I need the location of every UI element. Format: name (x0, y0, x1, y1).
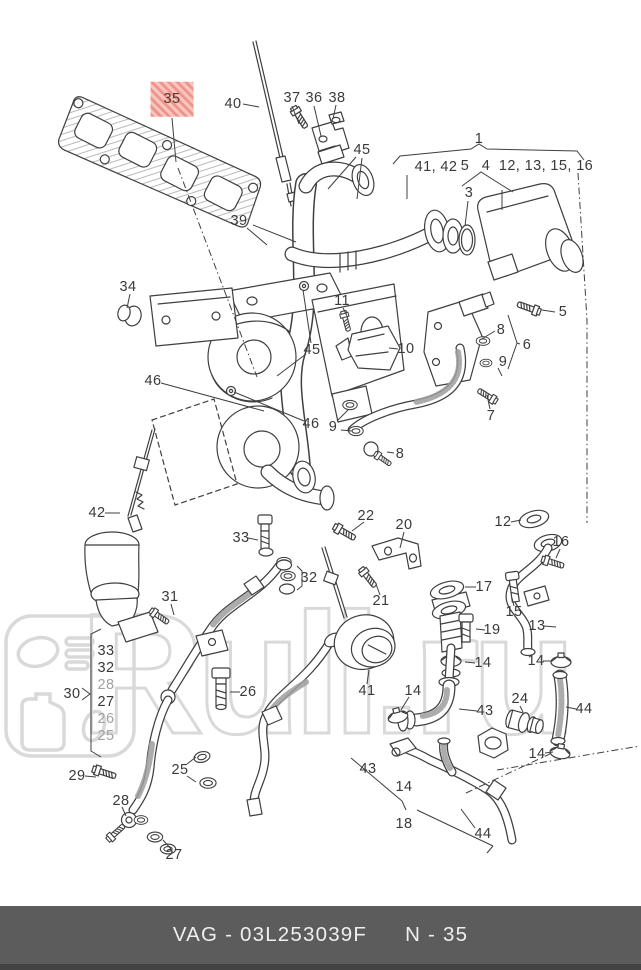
part-number-callout: 27 (97, 693, 115, 710)
part-number-callout: 19 (483, 621, 501, 638)
part-number-callout: 12 (494, 513, 512, 530)
part-number-callout: 10 (397, 340, 415, 357)
part-number-callout: 45 (353, 141, 371, 158)
part-number-callout: 15 (505, 603, 523, 620)
part-number-callout: 30 (63, 685, 81, 702)
part-number-callout: 29 (68, 767, 86, 784)
part-number-callout: 9 (498, 353, 508, 370)
part-number-callout: 41 (358, 682, 376, 699)
part-number-callout: 17 (475, 578, 493, 595)
part-number-callout: 14 (528, 745, 546, 762)
part-number-callout: 5 (558, 303, 568, 320)
part-number-callout: 37 (283, 89, 301, 106)
part-number-callout: 1 (474, 130, 484, 147)
part-number-callout: 33 (232, 529, 250, 546)
part-number-callout: 32 (300, 569, 318, 586)
part-number-callout: 28 (112, 792, 130, 809)
leader-lines (81, 103, 641, 854)
part-number-callout: 31 (161, 588, 179, 605)
part-number-callout: 8 (496, 321, 506, 338)
part-number-callout: 21 (372, 592, 390, 609)
part-number-callout: 46 (302, 415, 320, 432)
part-number-callout: 38 (328, 89, 346, 106)
part-number-callout: 43 (359, 760, 377, 777)
part-number-callout: 28 (97, 676, 115, 693)
part-number-callout-highlighted: 35 (150, 81, 194, 117)
footer-part-code: VAG - 03L253039F (172, 923, 368, 946)
footer-bar: VAG - 03L253039F N - 35 (0, 906, 641, 970)
part-number-callout: 14 (395, 778, 413, 795)
part-number-callout: 7 (486, 407, 496, 424)
part-number-callout: 44 (474, 825, 492, 842)
part-number-callout: 8 (395, 445, 405, 462)
part-number-callout: 20 (395, 516, 413, 533)
part-number-callout: 39 (230, 212, 248, 229)
part-number-callout: 26 (239, 683, 257, 700)
watermark-logo-icon (4, 614, 136, 758)
part-number-callout: 4 (481, 157, 491, 174)
part-number-callout: 42 (88, 504, 106, 521)
footer-page-ref: N - 35 (405, 923, 469, 946)
part-number-callout: 6 (522, 336, 532, 353)
part-number-callout: 34 (119, 278, 137, 295)
part-number-callout: 40 (224, 95, 242, 112)
part-number-callout: 3 (464, 184, 474, 201)
part-number-callout: 12, 13, 15, 16 (498, 157, 594, 174)
part-number-callout: 11 (334, 292, 350, 309)
part-number-callout: 14 (527, 652, 545, 669)
part-number-callout: 44 (575, 700, 593, 717)
part-number-callout: 43 (476, 702, 494, 719)
part-number-callout: 5 (460, 157, 470, 174)
part-number-callout: 22 (357, 507, 375, 524)
part-number-callout: 25 (171, 761, 189, 778)
part-number-callout: 14 (404, 682, 422, 699)
part-number-callout: 24 (511, 690, 529, 707)
part-number-callout: 13 (528, 617, 546, 634)
part-number-callout: 33 (97, 642, 115, 659)
part-number-callout: 18 (395, 815, 413, 832)
part-number-callout: 16 (552, 533, 570, 550)
part-number-callout: 46 (144, 372, 162, 389)
part-number-callout: 9 (328, 418, 338, 435)
part-number-callout: 41, 42 (414, 158, 458, 175)
part-number-callout: 36 (305, 89, 323, 106)
part-number-callout: 25 (97, 727, 115, 744)
part-number-callout: 45 (303, 341, 321, 358)
part-number-callout: 27 (165, 846, 183, 863)
diagram-linework (57, 40, 584, 855)
part-number-callout: 14 (474, 654, 492, 671)
part-number-callout: 32 (97, 659, 115, 676)
part-number-callout: 26 (97, 710, 115, 727)
